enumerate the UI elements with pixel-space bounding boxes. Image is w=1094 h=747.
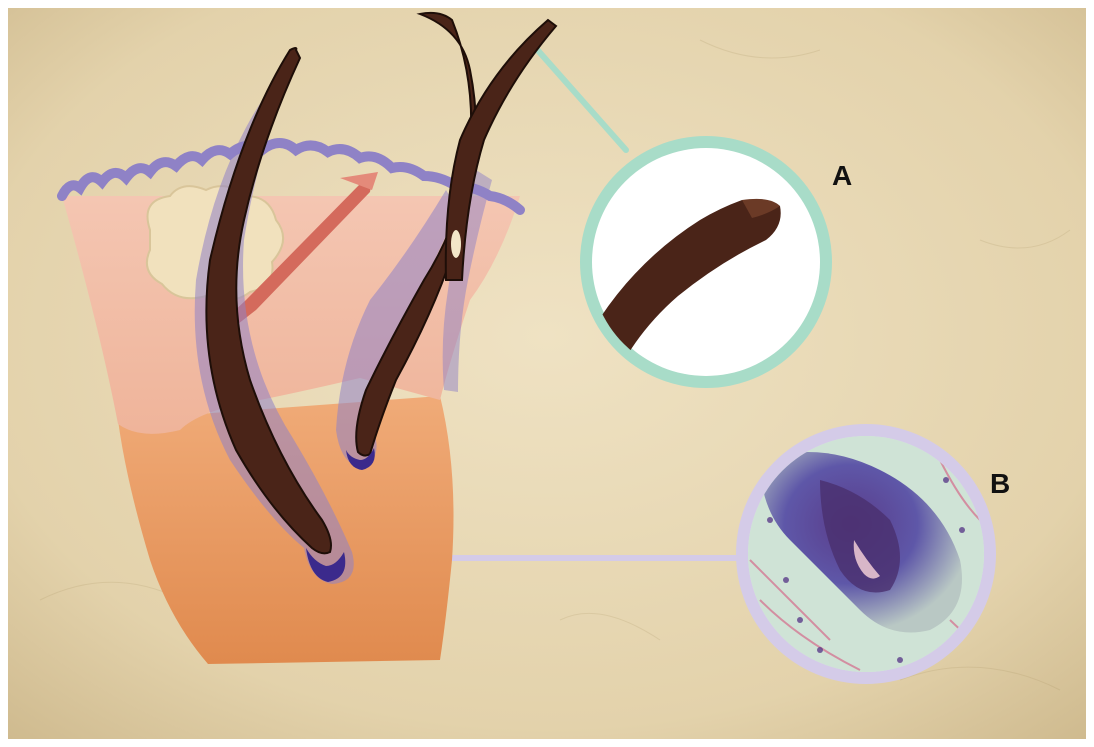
callout-a: [580, 136, 832, 388]
callout-a-label: A: [832, 160, 852, 192]
hair-medulla-gap: [451, 230, 461, 258]
callout-b-label: B: [990, 468, 1010, 500]
